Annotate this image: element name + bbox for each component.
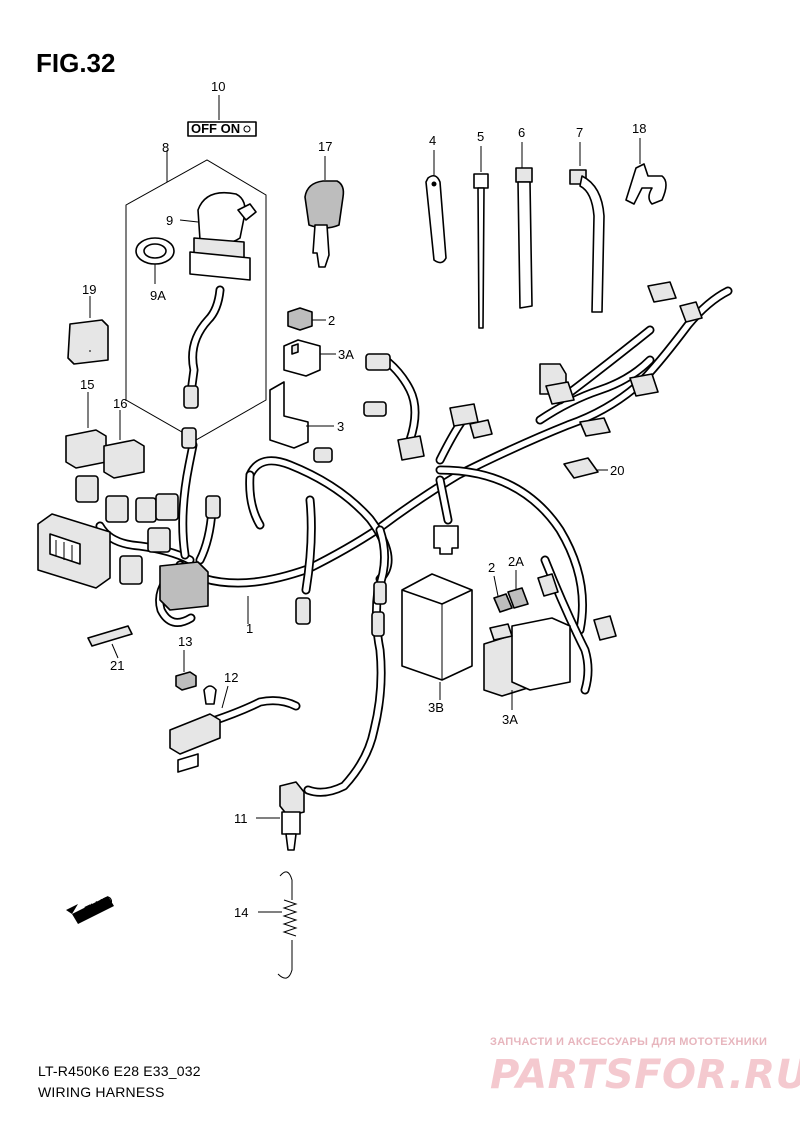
callout-13: 13	[178, 634, 192, 649]
callout-2a: 2A	[508, 554, 524, 569]
callout-18: 18	[632, 121, 646, 136]
seal-ring-part	[135, 237, 175, 284]
side-connector-parts	[537, 573, 617, 641]
band-clamp-part	[425, 150, 447, 264]
callout-2-lower: 2	[488, 560, 495, 575]
harness-connectors	[75, 281, 703, 637]
ignition-switch-kit-box	[125, 150, 267, 441]
relay-16-part	[103, 410, 145, 479]
callout-16: 16	[113, 396, 127, 411]
callout-21: 21	[110, 658, 124, 673]
callout-5: 5	[477, 129, 484, 144]
callout-9a: 9A	[150, 288, 166, 303]
fuse-2-upper-part	[287, 307, 326, 331]
key-part	[304, 156, 345, 268]
callout-11: 11	[234, 811, 248, 826]
figure-code: LT-R450K6 E28 E33_032	[38, 1063, 201, 1079]
cable-tie-7-part	[569, 142, 605, 313]
cable-tie-5-part	[473, 146, 489, 329]
cable-tie-6-part	[515, 142, 533, 309]
control-unit-module	[37, 513, 111, 589]
fuse-2a-part	[507, 570, 529, 609]
fuse-holder-3a-upper-part	[283, 339, 336, 377]
callout-6: 6	[518, 125, 525, 140]
callout-14: 14	[234, 905, 248, 920]
callout-7: 7	[576, 125, 583, 140]
callout-3b: 3B	[428, 700, 444, 715]
callout-10: 10	[211, 79, 225, 94]
switch-label-plate: OFF ON	[187, 95, 257, 137]
earth-wire-part	[169, 685, 301, 773]
fuse-cover-3b-part	[401, 573, 473, 700]
callout-2-upper: 2	[328, 313, 335, 328]
callout-19: 19	[82, 282, 96, 297]
callout-8: 8	[162, 140, 169, 155]
callout-labels: 1 2 2 2A 3 3A 3A 3B 4 5 6 7 8 9 9A 10 11…	[80, 79, 646, 920]
relay-19-part	[67, 296, 109, 365]
pad-20-part	[563, 457, 608, 479]
callout-3: 3	[337, 419, 344, 434]
pad-21-part	[87, 625, 133, 659]
callout-12: 12	[224, 670, 238, 685]
spring-part	[258, 871, 298, 979]
callout-9: 9	[166, 213, 173, 228]
switch-label-text: OFF ON	[191, 121, 240, 136]
fuse-box-3-part	[269, 381, 334, 449]
callout-3a-lower: 3A	[502, 712, 518, 727]
watermark-brand[interactable]: PARTSFOR.RU	[490, 1052, 800, 1098]
figure-title: FIG.32	[36, 48, 116, 78]
clamp-bracket-part	[625, 138, 667, 205]
fuse-box-3a-lower-part	[483, 617, 571, 710]
fuse-2-lower-part	[493, 575, 513, 613]
callout-15: 15	[80, 377, 94, 392]
callout-3a-upper: 3A	[338, 347, 354, 362]
figure-name: WIRING HARNESS	[38, 1084, 165, 1100]
fwd-label: FWD	[82, 892, 115, 918]
forward-arrow-icon: FWD	[66, 892, 115, 924]
sensor-switch-part	[256, 781, 305, 851]
watermark-tagline: ЗАПЧАСТИ И АКСЕССУАРЫ ДЛЯ МОТОТЕХНИКИ	[490, 1036, 768, 1048]
callout-1: 1	[246, 621, 253, 636]
callout-4: 4	[429, 133, 436, 148]
bolt-part	[175, 650, 197, 691]
callout-17: 17	[318, 139, 332, 154]
ignition-switch-part	[179, 191, 257, 409]
callout-20: 20	[610, 463, 624, 478]
relay-15-part	[65, 392, 107, 469]
